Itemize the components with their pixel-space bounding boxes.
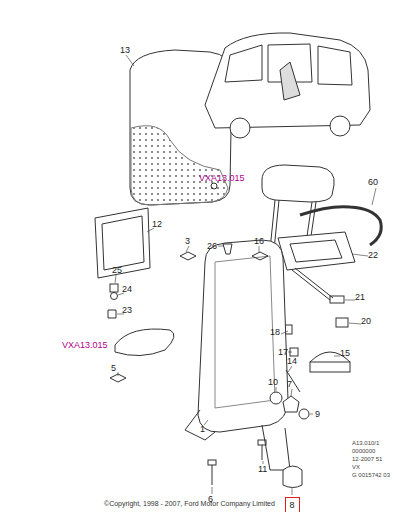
callout-number: 12 bbox=[152, 220, 162, 229]
highlight-box: 8 bbox=[285, 497, 300, 512]
drawing-code: G 0015742 03 bbox=[352, 472, 390, 478]
callout-number: 9 bbox=[315, 410, 320, 419]
callout-number: 3 bbox=[185, 237, 190, 246]
callout-number: 17 bbox=[278, 348, 288, 357]
copyright-note: ©Copyright, 1998 - 2007, Ford Motor Comp… bbox=[104, 500, 275, 507]
callout-number: 18 bbox=[270, 328, 280, 337]
reference-code: VXA13.015 bbox=[199, 174, 245, 183]
drawing-code: 0000000 bbox=[352, 448, 375, 454]
callout-number: 16 bbox=[254, 237, 264, 246]
drawing-code: VX bbox=[352, 464, 360, 470]
callout-number: 1 bbox=[200, 425, 205, 434]
callout-number: 25 bbox=[112, 266, 122, 275]
callout-number: 8 bbox=[289, 500, 294, 510]
reference-code: VXA13.015 bbox=[62, 341, 108, 350]
callout-number: 26 bbox=[207, 242, 217, 251]
callout-number: 5 bbox=[111, 364, 116, 373]
callout-number: 15 bbox=[340, 349, 350, 358]
callout-number: 13 bbox=[120, 46, 130, 55]
callout-number: 10 bbox=[268, 378, 278, 387]
callout-number: 60 bbox=[368, 178, 378, 187]
callout-number: 7 bbox=[287, 380, 292, 389]
callout-number: 23 bbox=[122, 306, 132, 315]
callout-number: 24 bbox=[122, 285, 132, 294]
drawing-code: 12-2007 51 bbox=[352, 456, 382, 462]
drawing-code: A13.010/1 bbox=[352, 440, 379, 446]
callout-number: 22 bbox=[368, 251, 378, 260]
callout-number: 14 bbox=[287, 357, 297, 366]
callout-number: 20 bbox=[361, 317, 371, 326]
callout-number: 21 bbox=[355, 293, 365, 302]
callout-number: 11 bbox=[258, 465, 267, 474]
